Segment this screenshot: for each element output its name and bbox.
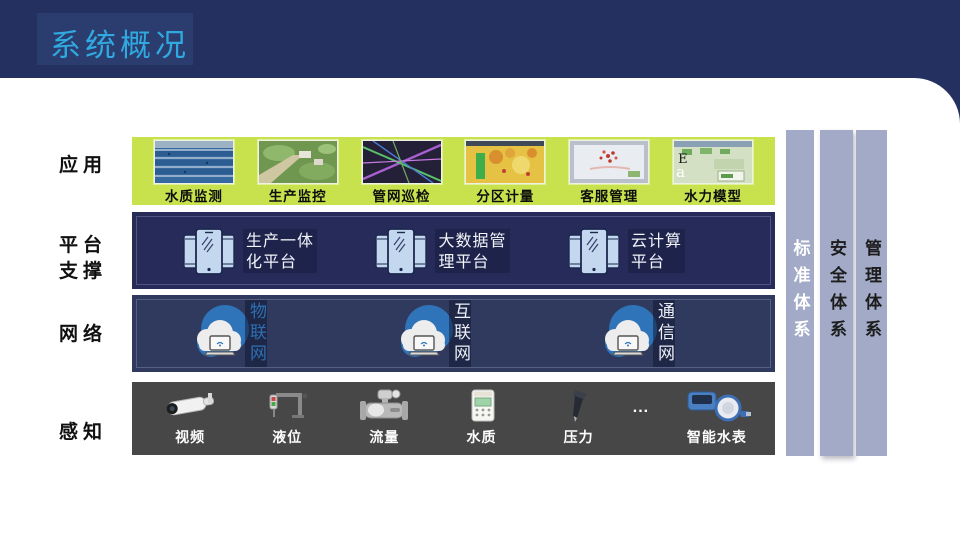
platform-label-line2: 理平台 — [438, 251, 490, 271]
network-item-label: 通信网 — [653, 300, 675, 367]
header-bar: 系统概况 — [0, 0, 960, 78]
network-row: 物联网 互联网 — [132, 295, 775, 372]
hydraulic-model-screenshot: E a — [673, 140, 754, 184]
cloud-laptop-icon — [391, 303, 457, 365]
layer-label-platform-line1: 平台 — [58, 235, 107, 256]
smart-water-meter-image — [682, 387, 752, 425]
sense-label: 流量 — [369, 429, 400, 445]
cctv-camera-image — [158, 387, 222, 425]
network-item: 通信网 — [595, 300, 675, 367]
pressure-sensor-image — [561, 387, 597, 425]
sense-item: 流量 — [341, 387, 427, 455]
platform-label-line1: 大数据管 — [438, 230, 507, 250]
platform-item: 大数据管 理平台 — [374, 226, 510, 276]
overlay-letter-a: a — [676, 163, 686, 181]
pillar-standard-system: 标准体系 — [786, 130, 814, 456]
sense-label: 压力 — [563, 429, 594, 445]
app-item: 生产监控 — [250, 140, 346, 205]
platform-row: 生产一体 化平台 大数据管 理平台 — [132, 212, 775, 289]
flow-meter-image — [356, 387, 412, 425]
pillar-security-system: 安全体系 — [820, 130, 853, 456]
layer-label-platform: 平台 支撑 — [48, 233, 118, 285]
sensing-ellipsis: ... — [632, 399, 650, 416]
sense-item: 液位 — [244, 387, 330, 455]
app-label: 水质监测 — [164, 189, 223, 204]
layer-label-network: 网络 — [58, 324, 107, 345]
platform-item: 生产一体 化平台 — [182, 226, 318, 276]
phone-stack-icon — [182, 226, 236, 276]
pillar-label: 标准体系 — [790, 239, 810, 347]
customer-service-map — [569, 140, 650, 184]
sense-label: 智能水表 — [686, 429, 747, 445]
district-metering-map — [465, 140, 546, 184]
platform-label-line1: 云计算 — [630, 230, 682, 250]
sense-item: 智能水表 — [674, 387, 760, 455]
platform-item-label: 大数据管 理平台 — [435, 228, 510, 273]
app-label: 分区计量 — [476, 189, 535, 204]
sensing-row: 视频 液位 — [132, 382, 775, 455]
slide-title: 系统概况 — [50, 28, 190, 64]
network-item: 互联网 — [391, 300, 471, 367]
app-item: E a 水力模型 — [665, 140, 761, 205]
pipe-network-map — [361, 140, 442, 184]
level-sensor-image — [262, 387, 312, 425]
pillar-label: 管理体系 — [862, 239, 881, 347]
cloud-laptop-icon — [187, 303, 253, 365]
overlay-letter-e: E — [678, 152, 688, 167]
platform-label-line2: 化平台 — [246, 251, 298, 271]
sense-label: 水质 — [466, 429, 497, 445]
app-label: 生产监控 — [268, 189, 327, 204]
phone-stack-icon — [374, 226, 428, 276]
phone-stack-icon — [567, 226, 621, 276]
layer-label-sensing: 感知 — [58, 422, 107, 443]
app-item: 分区计量 — [457, 140, 553, 205]
title-highlight-chip — [37, 13, 193, 65]
app-label: 水力模型 — [684, 189, 743, 204]
sense-item: 水质 — [439, 387, 525, 455]
platform-label-line1: 生产一体 — [246, 230, 315, 250]
app-label: 管网巡检 — [372, 189, 431, 204]
sense-item: 压力 — [536, 387, 622, 455]
water-quality-meter-image — [462, 387, 502, 425]
platform-item-label: 云计算 平台 — [627, 228, 685, 273]
pillar-label: 安全体系 — [827, 239, 846, 347]
platform-item: 云计算 平台 — [567, 226, 685, 276]
app-label: 客服管理 — [580, 189, 639, 204]
network-item-label: 互联网 — [449, 300, 471, 367]
water-plant-photo — [153, 140, 234, 184]
app-item: 水质监测 — [146, 140, 242, 205]
platform-item-label: 生产一体 化平台 — [243, 228, 318, 273]
network-item: 物联网 — [187, 300, 267, 367]
application-row: 水质监测 生产监控 — [132, 137, 775, 205]
sense-label: 视频 — [175, 429, 206, 445]
pillar-management-system: 管理体系 — [856, 130, 887, 456]
layer-label-application: 应用 — [58, 155, 107, 176]
platform-label-line2: 平台 — [630, 251, 665, 271]
app-item: 客服管理 — [561, 140, 657, 205]
sense-label: 液位 — [272, 429, 303, 445]
network-item-label: 物联网 — [245, 300, 267, 367]
sense-item: 视频 — [147, 387, 233, 455]
cloud-laptop-icon — [595, 303, 661, 365]
app-item: 管网巡检 — [354, 140, 450, 205]
layer-label-platform-line2: 支撑 — [58, 261, 107, 282]
aerial-facility-photo — [257, 140, 338, 184]
